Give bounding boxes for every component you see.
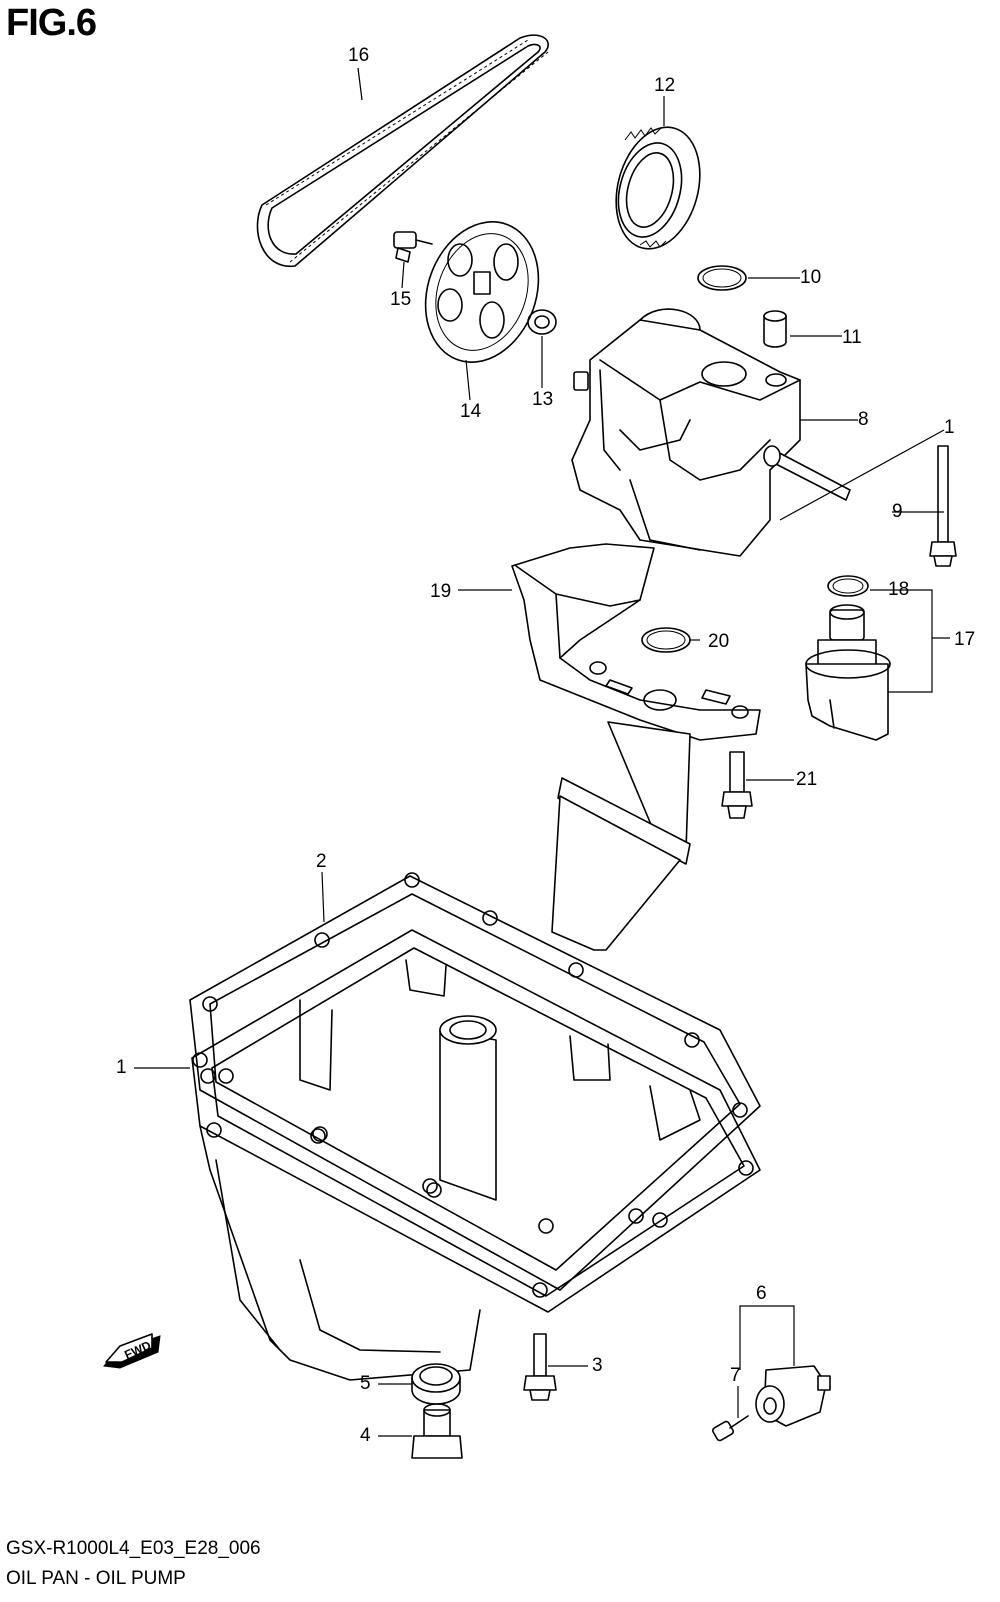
part-2-gasket — [189, 872, 761, 1291]
callout-5: 5 — [360, 1373, 371, 1394]
part-21-bolt — [721, 751, 753, 819]
callout-17: 17 — [954, 629, 976, 650]
callout-21: 21 — [796, 769, 818, 790]
part-14-sprocket — [424, 221, 540, 363]
part-18-oring — [827, 575, 869, 597]
callout-4: 4 — [360, 1425, 371, 1446]
part-19-oil-strainer — [511, 543, 761, 951]
part-11-dowel — [763, 310, 787, 348]
part-8-oil-pump — [571, 308, 851, 557]
part-13-washer — [527, 309, 557, 335]
callout-20: 20 — [708, 631, 730, 652]
callout-12: 12 — [654, 75, 676, 96]
fwd-arrow-icon — [103, 1333, 161, 1369]
part-16-chain — [256, 34, 549, 267]
part-4-drain-plug — [411, 1403, 463, 1459]
callout-10: 10 — [800, 267, 822, 288]
diagram-name: OIL PAN - OIL PUMP — [6, 1568, 186, 1589]
callout-2: 2 — [316, 851, 327, 872]
callout-1: 1 — [116, 1057, 127, 1078]
callout-7: 7 — [730, 1365, 741, 1386]
part-9-bolt — [929, 445, 957, 567]
leader-lines — [134, 67, 950, 1437]
callout-9-top: 1 — [944, 417, 955, 438]
callout-9: 9 — [892, 501, 903, 522]
part-15-bolt — [393, 231, 433, 263]
callout-8: 8 — [858, 409, 869, 430]
diagram-code: GSX-R1000L4_E03_E28_006 — [6, 1538, 261, 1559]
part-7-bolt — [712, 1415, 749, 1442]
part-5-gasket — [411, 1363, 461, 1405]
callout-15: 15 — [390, 289, 412, 310]
part-12-sprocket — [615, 126, 701, 250]
callout-19: 19 — [430, 581, 452, 602]
part-6-switch — [755, 1365, 831, 1427]
callout-13: 13 — [532, 389, 554, 410]
part-20-oring — [641, 627, 691, 653]
callout-18: 18 — [888, 579, 910, 600]
part-1-oil-pan — [191, 929, 761, 1381]
callout-11: 11 — [842, 327, 862, 348]
part-3-bolt — [523, 1333, 557, 1401]
callout-14: 14 — [460, 401, 482, 422]
callout-6: 6 — [756, 1283, 767, 1304]
callout-16: 16 — [348, 45, 370, 66]
figure-title: FIG.6 — [6, 2, 97, 44]
callout-3: 3 — [592, 1355, 603, 1376]
part-10-oring — [697, 265, 747, 291]
part-17-valve — [805, 604, 891, 741]
